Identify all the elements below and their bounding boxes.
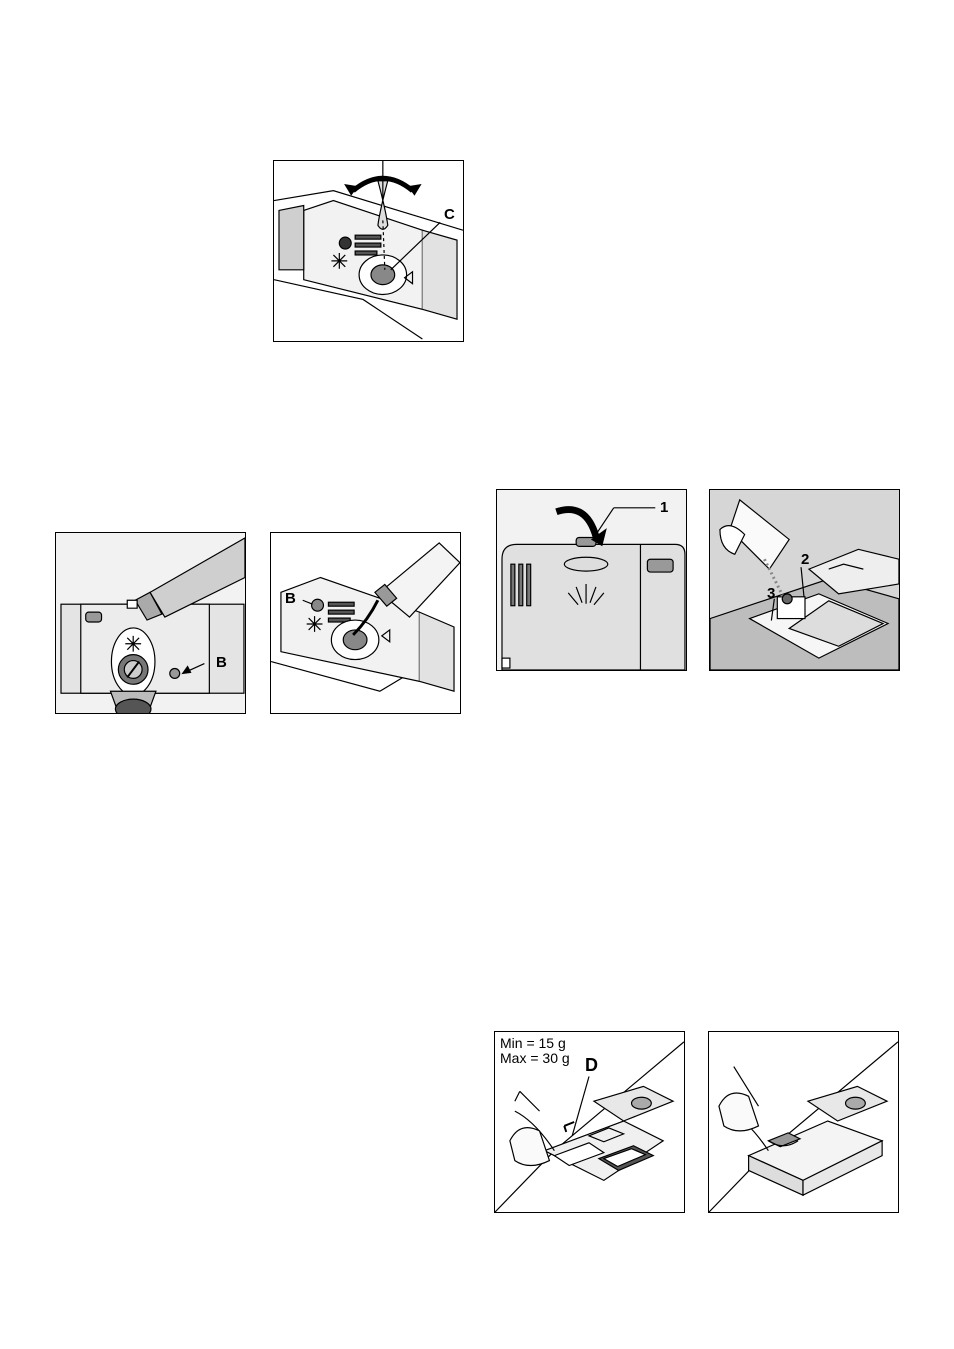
callout-d: D — [585, 1056, 598, 1074]
callout-b-fill: B — [285, 591, 296, 606]
rinse-aid-dial-illustration — [274, 161, 463, 341]
callout-c: C — [444, 207, 455, 222]
detergent-fill-illustration — [710, 490, 899, 670]
figure-detergent-amount: Min = 15 g Max = 30 g D — [494, 1031, 685, 1213]
detergent-close-illustration — [709, 1032, 898, 1212]
figure-rinse-aid-dial: C — [273, 160, 464, 342]
figure-detergent-fill: 2 3 — [709, 489, 900, 671]
min-amount-label: Min = 15 g — [500, 1035, 566, 1051]
callout-b-front: B — [216, 655, 227, 670]
callout-3: 3 — [767, 586, 775, 601]
figure-detergent-lid: 1 — [496, 489, 687, 671]
rinse-aid-fill-illustration — [271, 533, 460, 713]
figure-rinse-aid-fill: B — [270, 532, 461, 714]
detergent-lid-illustration — [497, 490, 686, 670]
max-amount-label: Max = 30 g — [500, 1050, 570, 1066]
figure-rinse-aid-front: B — [55, 532, 246, 714]
callout-1: 1 — [660, 500, 668, 515]
figure-detergent-close — [708, 1031, 899, 1213]
rinse-aid-front-illustration — [56, 533, 245, 713]
callout-2: 2 — [801, 552, 809, 567]
